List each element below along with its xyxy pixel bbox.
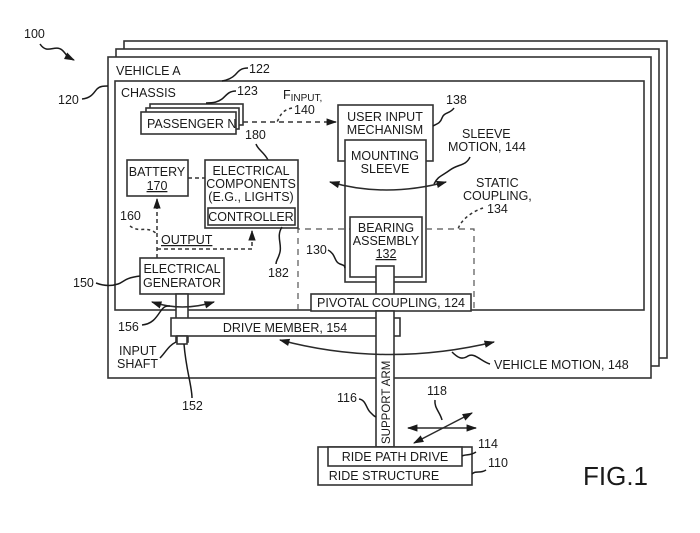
input-shaft-stub xyxy=(176,335,188,345)
ref-118-leader xyxy=(434,399,443,421)
ref-180: 180 xyxy=(245,128,266,142)
drive-member-label: DRIVE MEMBER, 154 xyxy=(223,321,347,335)
ref-110-leader xyxy=(471,469,487,475)
ref-114-leader xyxy=(461,451,477,457)
ref-134: 134 xyxy=(487,202,508,216)
ref-148-leader xyxy=(451,351,491,365)
ref-156: 156 xyxy=(118,320,139,334)
ref-138: 138 xyxy=(446,93,467,107)
controller-label: CONTROLLER xyxy=(208,210,293,224)
pivotal-coupling-label: PIVOTAL COUPLING, 124 xyxy=(317,296,465,310)
ref-152: 152 xyxy=(182,399,203,413)
electrical-components-line2: COMPONENTS xyxy=(206,177,296,191)
ref-120: 120 xyxy=(58,93,79,107)
static-coupling-label2: COUPLING, xyxy=(463,189,532,203)
ref-114: 114 xyxy=(478,437,498,451)
ref-144-leader xyxy=(433,156,471,185)
controller-box xyxy=(207,207,296,226)
electrical-generator-line1: ELECTRICAL xyxy=(143,262,220,276)
ref-182-leader xyxy=(275,226,283,265)
support-arm-label: SUPPORT ARM xyxy=(381,361,393,444)
ref-120-leader xyxy=(81,85,109,100)
electrical-components-line3: (E.G., LIGHTS) xyxy=(208,190,293,204)
ref-152-leader xyxy=(183,343,193,399)
f-input-label: FINPUT, xyxy=(283,88,322,104)
input-shaft-line1: INPUT xyxy=(119,344,157,358)
user-input-line2: MECHANISM xyxy=(347,123,423,137)
ref-150-leader xyxy=(95,275,141,287)
ref-116: 116 xyxy=(337,391,357,405)
ref-110: 110 xyxy=(488,456,508,470)
input-shaft-leader xyxy=(159,341,177,359)
vehicle-a-label: VEHICLE A xyxy=(116,64,181,78)
input-shaft-line2: SHAFT xyxy=(117,357,158,371)
ref-180-leader xyxy=(255,143,269,161)
electrical-generator-box xyxy=(139,257,225,295)
static-coupling-label1: STATIC xyxy=(476,176,519,190)
ref-134-leader xyxy=(457,207,484,230)
mounting-sleeve-line1: MOUNTING xyxy=(351,149,419,163)
ref-182: 182 xyxy=(268,266,289,280)
bearing-assembly-num: 132 xyxy=(376,247,397,261)
ref-122-leader xyxy=(221,67,249,82)
ref-100: 100 xyxy=(24,27,45,41)
ref-130: 130 xyxy=(306,243,327,257)
ref-116-leader xyxy=(358,398,377,418)
ref-138-leader xyxy=(432,107,455,127)
ref-122: 122 xyxy=(249,62,270,76)
ref-140-leader xyxy=(276,107,293,123)
electrical-components-line1: ELECTRICAL xyxy=(212,164,289,178)
battery-label: BATTERY xyxy=(129,165,186,179)
sleeve-motion-arrow xyxy=(328,180,448,191)
figure-label: FIG.1 xyxy=(583,461,648,491)
output-label: OUTPUT xyxy=(161,233,213,247)
passenger-n-box xyxy=(140,111,237,135)
vehicle-motion-label: VEHICLE MOTION, 148 xyxy=(494,358,629,372)
ref-140: 140 xyxy=(294,103,315,117)
mounting-sleeve-line2: SLEEVE xyxy=(361,162,410,176)
battery-num: 170 xyxy=(147,179,168,193)
chassis-label: CHASSIS xyxy=(121,86,176,100)
ref-123-leader xyxy=(205,90,237,104)
ref-123: 123 xyxy=(237,84,258,98)
ref-130-leader xyxy=(327,249,346,269)
vehicle-motion-arrow xyxy=(278,338,496,356)
user-input-line1: USER INPUT xyxy=(347,110,423,124)
rotation-arrow xyxy=(151,301,216,309)
support-arm-top xyxy=(375,265,395,297)
drive-member-box xyxy=(170,317,401,337)
direction-arrow-diagonal xyxy=(413,412,473,444)
ref-160: 160 xyxy=(120,209,141,223)
ride-path-drive-box xyxy=(327,446,463,467)
output-to-controller xyxy=(157,229,256,250)
sleeve-motion-label1: SLEEVE xyxy=(462,127,511,141)
ride-path-drive-label: RIDE PATH DRIVE xyxy=(342,450,449,464)
bearing-assembly-line2: ASSEMBLY xyxy=(353,234,420,248)
ref-150: 150 xyxy=(73,276,94,290)
sleeve-motion-label2: MOTION, 144 xyxy=(448,140,526,154)
ride-structure-label: RIDE STRUCTURE xyxy=(329,469,439,483)
ref-156-leader xyxy=(141,305,171,326)
passenger-n-label: PASSENGER N xyxy=(147,117,236,131)
battery-box xyxy=(126,159,189,197)
ref-160-leader xyxy=(129,225,158,235)
electrical-generator-line2: GENERATOR xyxy=(143,276,221,290)
ref-100-leader xyxy=(39,43,75,61)
bearing-assembly-line1: BEARING xyxy=(358,221,414,235)
ref-118: 118 xyxy=(427,384,447,398)
